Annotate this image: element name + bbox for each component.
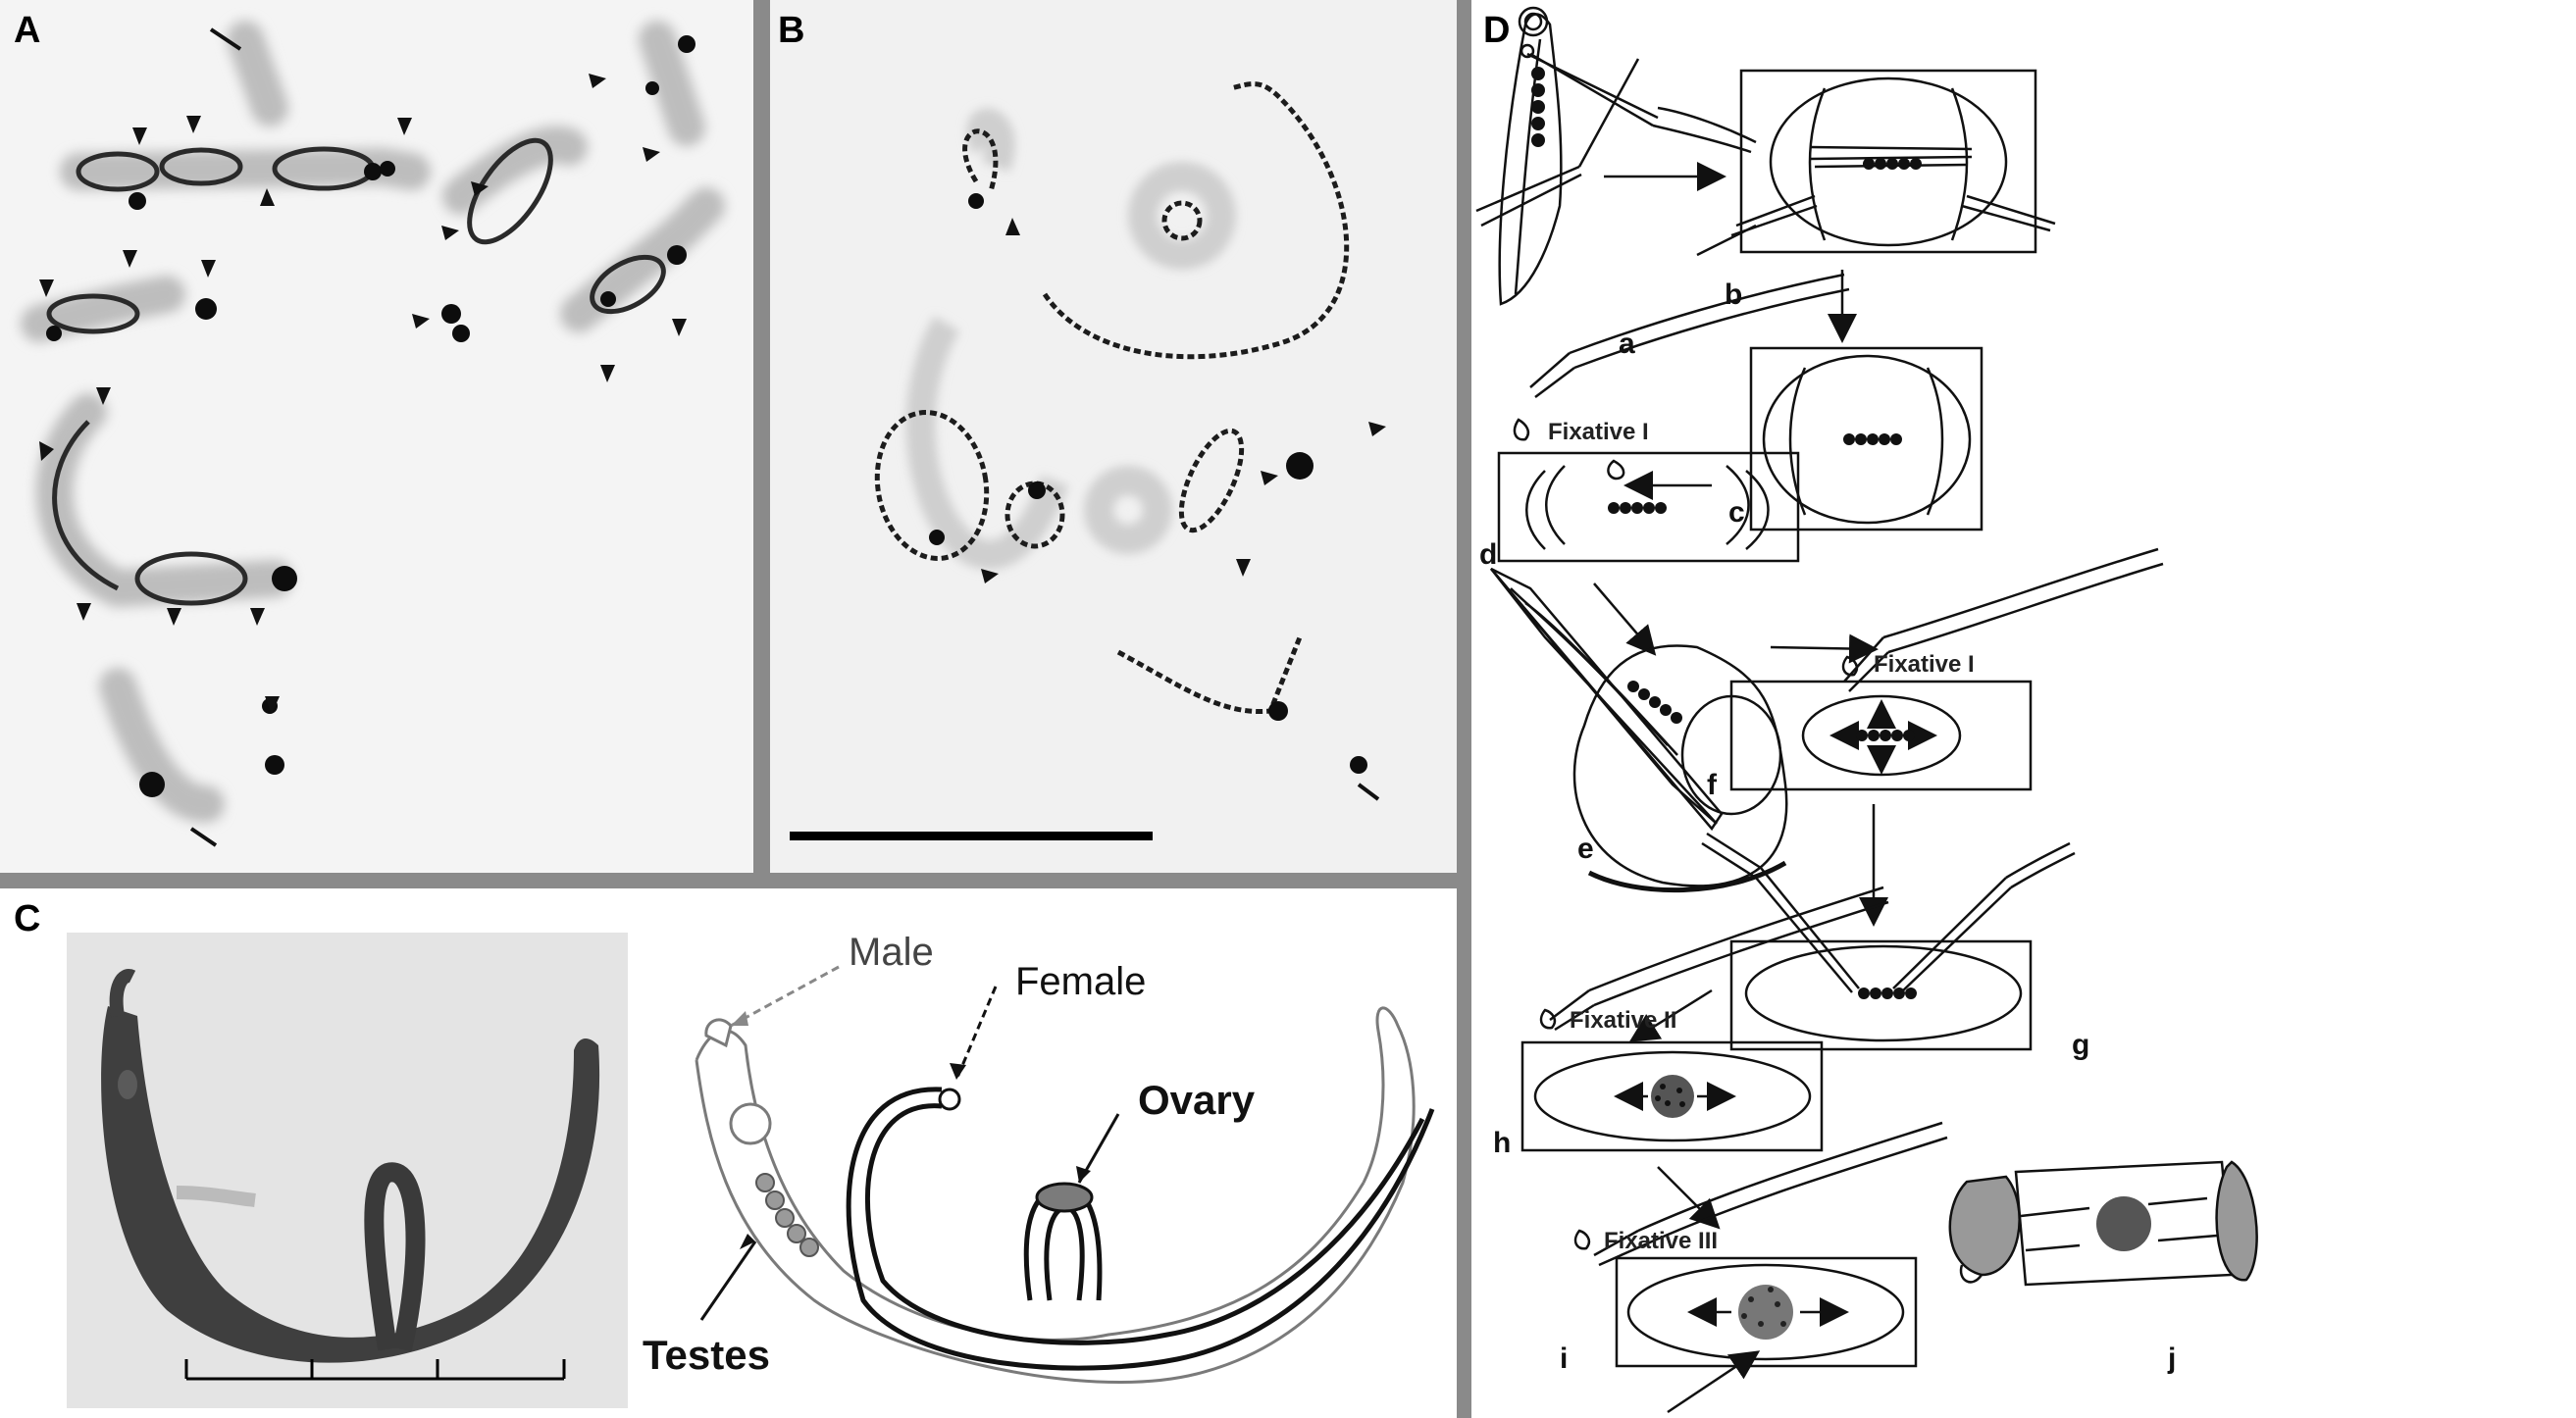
step-label-g: g bbox=[2072, 1029, 2089, 1061]
female-arrow bbox=[954, 986, 998, 1081]
photo-scale-bar bbox=[184, 1359, 566, 1381]
step-i-drawing bbox=[1615, 1256, 1918, 1368]
arrow-e-f bbox=[1770, 633, 1879, 664]
step-a-drawing bbox=[1475, 6, 1757, 306]
step-j-drawing bbox=[1948, 1160, 2258, 1287]
panel-c-drawing: Male Female Ovary Testes bbox=[67, 931, 1435, 1408]
panel-d-drawing: a b c d e f g h i j Fixative I Fixative … bbox=[1475, 6, 2258, 1414]
label-ovary: Ovary bbox=[1138, 1077, 1256, 1123]
testes-arrow bbox=[699, 1241, 757, 1321]
step-i-spread bbox=[1738, 1285, 1793, 1340]
fixative-label-d: Fixative I bbox=[1548, 419, 1649, 445]
step-label-i: i bbox=[1560, 1342, 1568, 1375]
scale-bar bbox=[790, 832, 1153, 840]
fixative-drop-f bbox=[1841, 655, 1859, 677]
panel-c-label: C bbox=[14, 898, 41, 939]
female-oral-sucker bbox=[938, 1088, 961, 1111]
female-worm-outline bbox=[846, 1087, 1435, 1371]
panel-a-micrograph: A bbox=[0, 0, 753, 873]
fixative-label-f: Fixative I bbox=[1874, 651, 1975, 678]
panel-b-micrograph: B bbox=[770, 0, 1457, 873]
ovary-shape bbox=[1035, 1182, 1094, 1213]
fixative-drop-h bbox=[1539, 1008, 1557, 1030]
arrow-to-j bbox=[1667, 1350, 1761, 1414]
male-oral-sucker bbox=[704, 1018, 733, 1048]
fixative-drop-i bbox=[1573, 1229, 1591, 1250]
label-male: Male bbox=[849, 931, 934, 974]
male-ventral-sucker bbox=[729, 1102, 772, 1145]
fixative-label-h: Fixative II bbox=[1570, 1007, 1676, 1034]
separator-bd bbox=[1457, 0, 1471, 1418]
step-j-spread bbox=[2096, 1196, 2151, 1251]
panel-b-chromosomes bbox=[790, 81, 1386, 840]
testes-lobes bbox=[755, 1173, 819, 1257]
step-e-drawing bbox=[1490, 567, 1788, 893]
label-female: Female bbox=[1015, 960, 1146, 1003]
step-label-f: f bbox=[1707, 769, 1718, 801]
male-worm-outline bbox=[695, 1006, 1416, 1385]
panel-b-label: B bbox=[778, 10, 805, 51]
step-label-e: e bbox=[1577, 833, 1594, 865]
panel-d-label: D bbox=[1483, 10, 1511, 51]
worm-pair-photo bbox=[101, 969, 600, 1363]
step-h-drawing bbox=[1520, 1040, 1824, 1152]
panel-c: C bbox=[0, 888, 1457, 1418]
step-label-h: h bbox=[1493, 1127, 1511, 1159]
separator-ac bbox=[0, 873, 1457, 888]
step-label-j: j bbox=[2167, 1342, 2176, 1375]
step-label-d: d bbox=[1479, 538, 1497, 571]
label-testes: Testes bbox=[643, 1332, 770, 1378]
step-d-drawing bbox=[1497, 451, 1800, 563]
panel-d-procedure: D bbox=[1471, 0, 2576, 1418]
arrow-g-h bbox=[1628, 988, 1713, 1042]
fixative-drop-d bbox=[1513, 418, 1530, 441]
step-f-drawing bbox=[1729, 680, 2033, 791]
panel-a-chromosomes bbox=[21, 21, 725, 847]
step-label-b: b bbox=[1725, 279, 1742, 311]
separator-ab bbox=[753, 0, 770, 873]
step-g-drawing bbox=[1701, 832, 2076, 1051]
step-label-a: a bbox=[1619, 328, 1635, 360]
step-label-c: c bbox=[1728, 496, 1745, 529]
male-arrow bbox=[730, 965, 840, 1028]
arrow-h-i bbox=[1657, 1166, 1721, 1230]
panel-a-label: A bbox=[14, 10, 41, 51]
arrow-d-e bbox=[1593, 582, 1657, 656]
fixative-label-i: Fixative III bbox=[1604, 1228, 1718, 1254]
